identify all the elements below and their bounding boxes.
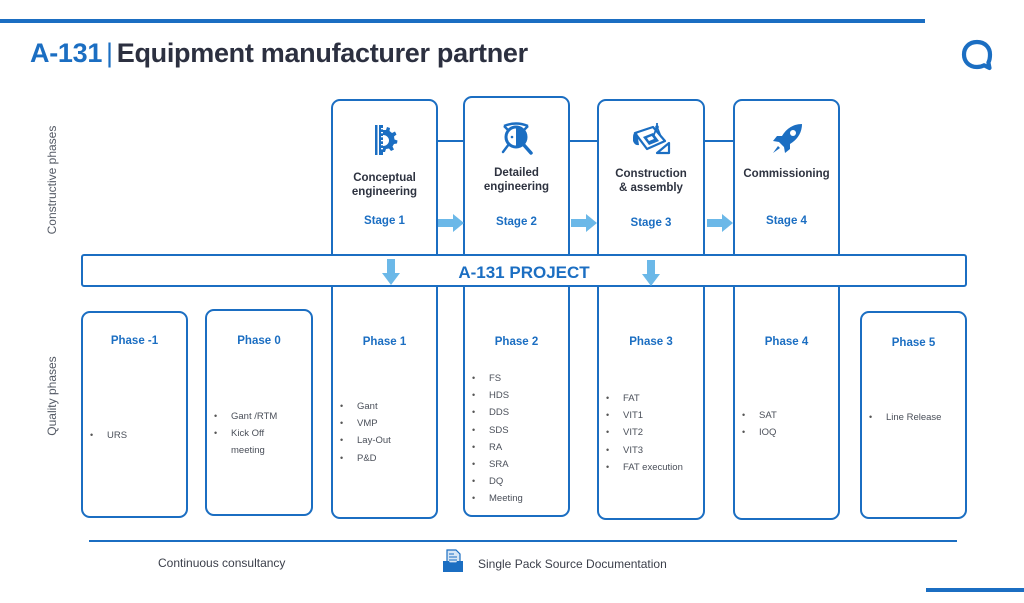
phase-item: Kick Off meeting (211, 425, 281, 459)
phase-item: SAT (739, 407, 777, 424)
continuous-consultancy-label: Continuous consultancy (158, 556, 286, 570)
engineering-gear-ruler-icon (374, 125, 397, 155)
phase-item: FAT (603, 390, 683, 407)
phase-item: RA (469, 439, 523, 456)
stage-connector (704, 140, 734, 142)
title-text: Equipment manufacturer partner (116, 38, 528, 68)
phase-item: VIT1 (603, 407, 683, 424)
title-separator: | (106, 38, 113, 68)
stage-title-line1: Commissioning (743, 168, 830, 180)
stage-label: Stage 4 (766, 215, 807, 227)
single-pack-documentation-label: Single Pack Source Documentation (478, 557, 667, 571)
project-label: A-131 PROJECT (458, 263, 590, 282)
footer-rule (89, 540, 957, 542)
stage-box-2: Detailed engineering Stage 2 Phase 2 FS … (463, 96, 570, 517)
phase-items: SAT IOQ (739, 407, 777, 442)
document-tray-icon (443, 549, 463, 572)
phase-item: P&D (337, 450, 391, 467)
stage-connector (569, 140, 598, 142)
top-rule (0, 19, 925, 23)
stage-connector (437, 140, 464, 142)
arrow-right-icon (707, 214, 733, 232)
magnifier-inspection-icon (501, 122, 533, 155)
stage-label: Stage 2 (496, 216, 537, 228)
phase-title: Phase 4 (764, 336, 809, 348)
phase-item: FAT execution (603, 459, 683, 476)
phase-items: Gant /RTM Kick Off meeting (211, 408, 307, 460)
arrow-down-icon (382, 259, 400, 285)
phase-box-minus1: Phase -1 URS (81, 311, 188, 518)
phase-item: DQ (469, 473, 523, 490)
phase-items: FS HDS DDS SDS RA SRA DQ Meeting (469, 370, 523, 508)
page-title: A-131|Equipment manufacturer partner (30, 38, 528, 69)
quality-phases-label: Quality phases (45, 356, 59, 436)
stage-box-4: Commissioning Stage 4 Phase 4 SAT IOQ (733, 99, 840, 520)
stage-title-line1: Construction (615, 168, 687, 180)
phase-item: Lay-Out (337, 432, 391, 449)
stage-box-1: Conceptual engineering Stage 1 Phase 1 G… (331, 99, 438, 519)
phase-item: IOQ (739, 424, 777, 441)
phase-title: Phase 0 (237, 335, 281, 347)
phase-item: SDS (469, 422, 523, 439)
speech-bubble-logo-icon (961, 39, 993, 71)
phase-item: Line Release (866, 409, 941, 426)
constructive-phases-label: Constructive phases (45, 125, 59, 235)
stage-label: Stage 1 (364, 215, 405, 227)
stage-title-line2: engineering (351, 186, 418, 198)
phase-box-0: Phase 0 Gant /RTM Kick Off meeting (205, 309, 313, 516)
phase-title: Phase 1 (362, 336, 407, 348)
phase-item: DDS (469, 404, 523, 421)
phase-item: FS (469, 370, 523, 387)
phase-items: FAT VIT1 VIT2 VIT3 FAT execution (603, 390, 683, 476)
stage-title-line2: & assembly (619, 182, 683, 194)
phase-items: Line Release (866, 409, 941, 426)
phase-title: Phase -1 (110, 335, 159, 347)
stage-title-line2: engineering (483, 181, 550, 193)
stage-title-line1: Detailed (494, 167, 539, 179)
phase-items: URS (87, 427, 127, 444)
stage-box-3: Construction & assembly Stage 3 Phase 3 … (597, 99, 705, 520)
arrow-down-icon (642, 260, 660, 286)
phase-item: VIT2 (603, 424, 683, 441)
bottom-rule (926, 588, 1024, 592)
phase-box-5: Phase 5 Line Release (860, 311, 967, 519)
phase-title: Phase 3 (629, 336, 673, 348)
phase-item: URS (87, 427, 127, 444)
phase-item: HDS (469, 387, 523, 404)
phase-title: Phase 5 (891, 337, 936, 349)
project-bar: A-131 PROJECT (81, 254, 967, 287)
project-code: A-131 (30, 38, 103, 68)
phase-item: SRA (469, 456, 523, 473)
phase-item: Gant /RTM (211, 408, 307, 425)
rocket-icon (772, 124, 802, 153)
phase-title: Phase 2 (494, 336, 539, 348)
stage-title-line1: Conceptual (353, 172, 416, 184)
arrow-right-icon (438, 214, 464, 232)
arrow-right-icon (571, 214, 597, 232)
stage-label: Stage 3 (630, 217, 672, 229)
blueprint-compass-icon (633, 123, 671, 155)
phase-item: VMP (337, 415, 391, 432)
phase-item: Gant (337, 398, 391, 415)
phase-item: VIT3 (603, 442, 683, 459)
phase-items: Gant VMP Lay-Out P&D (337, 398, 391, 467)
phase-item: Meeting (469, 490, 523, 507)
